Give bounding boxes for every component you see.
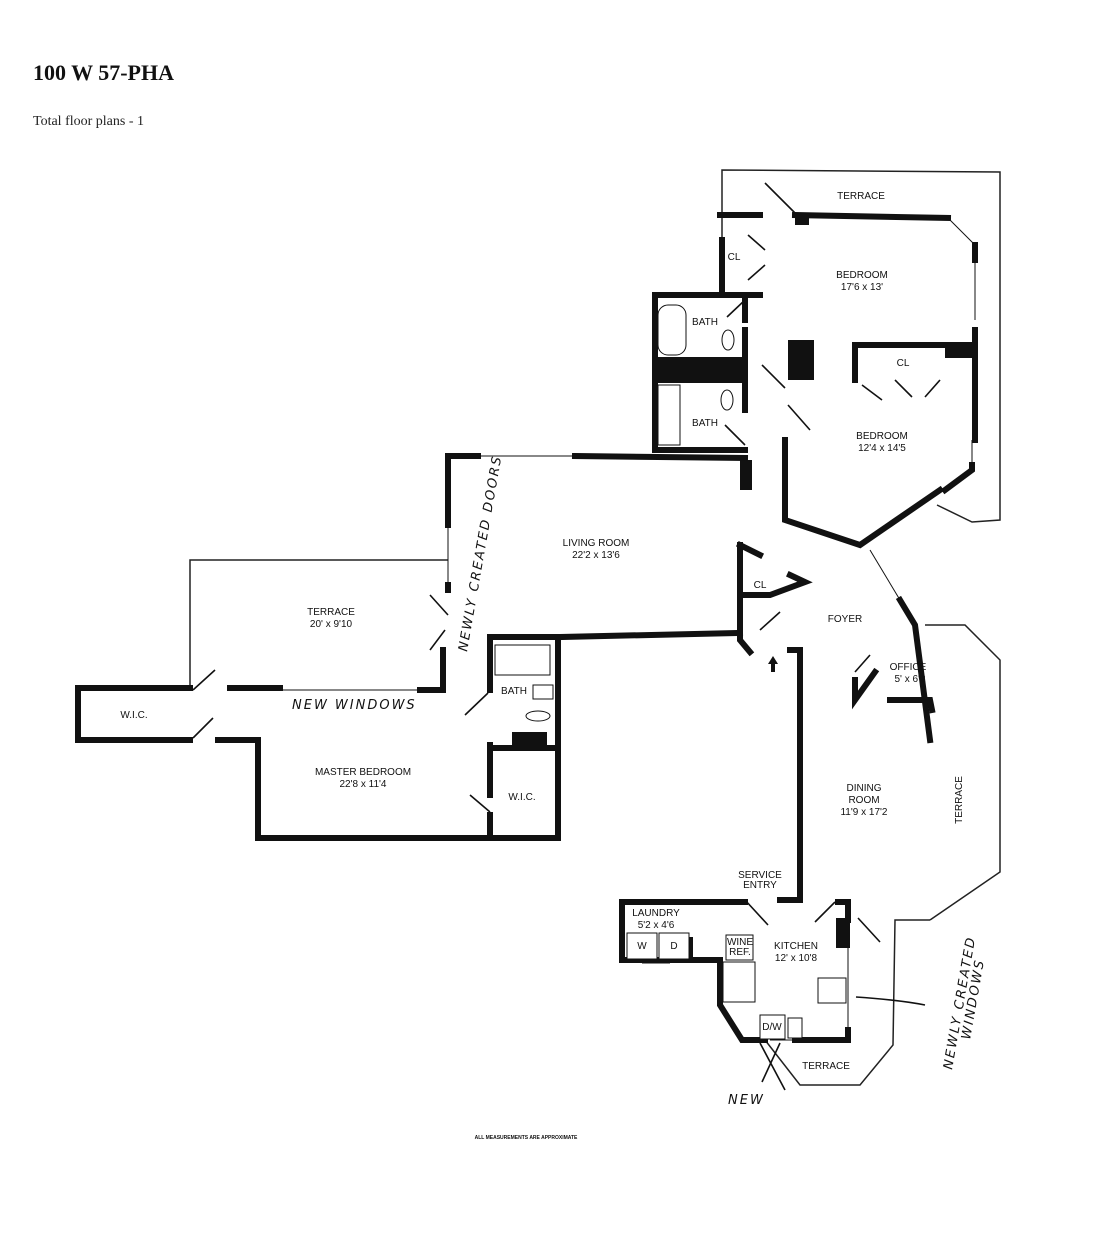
label-dw: D/W xyxy=(762,1022,782,1033)
label-dining-2: ROOM xyxy=(848,795,879,806)
room-labels: TERRACE CL BEDROOM 17'6 x 13' BATH BATH … xyxy=(120,191,965,1072)
label-master-size: 22'8 x 11'4 xyxy=(339,779,386,790)
label-washer: W xyxy=(637,941,647,952)
label-closet-foyer: CL xyxy=(754,580,767,591)
label-closet-bed2: CL xyxy=(897,358,910,369)
label-dining: DINING xyxy=(847,783,882,794)
label-wine-2: REF. xyxy=(729,947,751,958)
label-terrace-right: TERRACE xyxy=(954,776,965,824)
label-dining-size: 11'9 x 17'2 xyxy=(840,807,887,818)
label-bedroom2: BEDROOM xyxy=(856,431,908,442)
footer-note: ALL MEASUREMENTS ARE APPROXIMATE xyxy=(475,1135,578,1141)
annotation-new-doors: NEWLY CREATED DOORS xyxy=(456,454,505,653)
label-laundry: LAUNDRY xyxy=(632,908,680,919)
label-wic-master: W.I.C. xyxy=(508,792,535,803)
label-terrace-left: TERRACE xyxy=(307,607,355,618)
label-service-2: ENTRY xyxy=(743,880,777,891)
label-kitchen-size: 12' x 10'8 xyxy=(775,953,818,964)
bedroom-wing-walls xyxy=(652,182,978,549)
label-living: LIVING ROOM xyxy=(563,538,630,549)
label-bedroom2-size: 12'4 x 14'5 xyxy=(858,443,906,454)
annotation-new: NEW xyxy=(728,1093,765,1108)
handwritten-annotations: NEWLY CREATED DOORS NEW WINDOWS NEWLY CR… xyxy=(292,454,988,1108)
label-foyer: FOYER xyxy=(828,614,862,625)
label-bath2: BATH xyxy=(692,418,718,429)
label-master-bath: BATH xyxy=(501,686,527,697)
label-office-size: 5' x 6'2 xyxy=(894,674,925,685)
label-living-size: 22'2 x 13'6 xyxy=(572,550,620,561)
page-title: 100 W 57-PHA xyxy=(33,60,174,85)
label-dryer: D xyxy=(670,941,677,952)
label-office: OFFICE xyxy=(890,662,927,673)
label-terrace-top: TERRACE xyxy=(837,191,885,202)
page-subtitle: Total floor plans - 1 xyxy=(33,114,144,129)
label-master: MASTER BEDROOM xyxy=(315,767,411,778)
label-wine-1: WINE xyxy=(727,937,753,948)
annotation-new-windows: NEW WINDOWS xyxy=(292,698,417,713)
label-laundry-size: 5'2 x 4'6 xyxy=(638,920,675,931)
label-bath1: BATH xyxy=(692,317,718,328)
label-wic-left: W.I.C. xyxy=(120,710,147,721)
label-kitchen: KITCHEN xyxy=(774,941,818,952)
terrace-outlines xyxy=(189,169,1001,1086)
kitchen-walls xyxy=(619,899,926,1091)
label-closet-top: CL xyxy=(728,252,741,263)
living-foyer-walls xyxy=(417,452,936,903)
master-wing-walls xyxy=(75,634,561,841)
label-service-1: SERVICE xyxy=(738,870,782,881)
label-terrace-left-size: 20' x 9'10 xyxy=(310,619,353,630)
label-bedroom1: BEDROOM xyxy=(836,270,888,281)
label-bedroom1-size: 17'6 x 13' xyxy=(841,282,883,293)
label-terrace-kitchen: TERRACE xyxy=(802,1061,850,1072)
